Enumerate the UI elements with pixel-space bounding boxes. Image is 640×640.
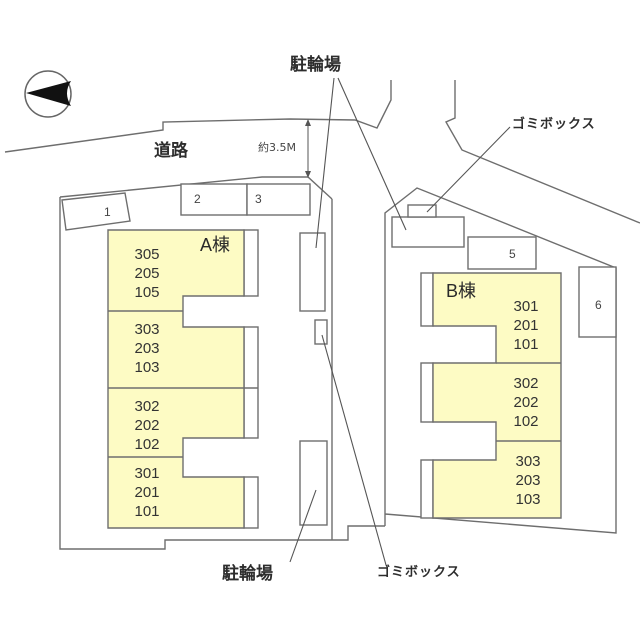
parking-number-6: 6 xyxy=(595,298,602,312)
parking-stall-3[interactable] xyxy=(246,183,311,216)
building-a-unit-rooms: 303 203 103 xyxy=(134,321,160,376)
bicycle-parking-top xyxy=(299,232,326,312)
garbage-box-b xyxy=(407,204,437,218)
compass-arrow-icon xyxy=(24,70,72,118)
parking-number-5: 5 xyxy=(509,247,516,261)
bicycle-parking-label-top: 駐輪場 xyxy=(290,55,341,75)
parking-stall-2[interactable] xyxy=(180,183,248,216)
parking-number-1: 1 xyxy=(104,205,111,219)
building-b-unit-rooms: 301 201 101 xyxy=(513,298,539,353)
road-label: 道路 xyxy=(154,141,188,161)
lot-a-boundary xyxy=(59,197,385,550)
building-a-unit-rooms: 305 205 105 xyxy=(134,246,160,301)
building-a-name: A棟 xyxy=(200,235,231,255)
building-b-name: B棟 xyxy=(446,281,477,301)
leader-bicycle-top-a xyxy=(315,77,335,249)
leader-bicycle-bottom xyxy=(289,489,317,563)
bicycle-parking-label-bottom: 駐輪場 xyxy=(222,564,273,584)
leader-bicycle-top-b xyxy=(337,77,407,231)
parking-stall-1[interactable] xyxy=(61,192,131,231)
bicycle-parking-bottom xyxy=(299,440,328,526)
leader-garbage-bottom xyxy=(321,334,387,566)
building-b-unit-rooms: 302 202 102 xyxy=(513,375,539,430)
building-a-unit-rooms: 301 201 101 xyxy=(134,465,160,520)
parking-number-2: 2 xyxy=(194,192,201,206)
garbage-box-label-bottom: ゴミボックス xyxy=(377,565,461,580)
lot-b-boundary xyxy=(384,187,617,534)
building-b xyxy=(420,272,562,519)
bicycle-parking-b xyxy=(391,216,465,248)
leader-garbage-top xyxy=(426,126,511,213)
parking-stall-6[interactable] xyxy=(578,266,617,338)
building-a xyxy=(107,229,259,529)
garbage-box-a xyxy=(314,319,328,345)
road-width-dimension xyxy=(305,119,311,178)
road-width-label: 約3.5M xyxy=(258,141,296,154)
building-b-unit-rooms: 303 203 103 xyxy=(515,453,541,508)
parking-number-3: 3 xyxy=(255,192,262,206)
building-a-unit-rooms: 302 202 102 xyxy=(134,398,160,453)
road-edge-right xyxy=(445,80,640,224)
parking-stall-5[interactable] xyxy=(467,236,537,270)
garbage-box-label-top: ゴミボックス xyxy=(512,117,596,132)
road-edge-top xyxy=(4,80,392,153)
road-edge-bottom xyxy=(59,176,333,200)
